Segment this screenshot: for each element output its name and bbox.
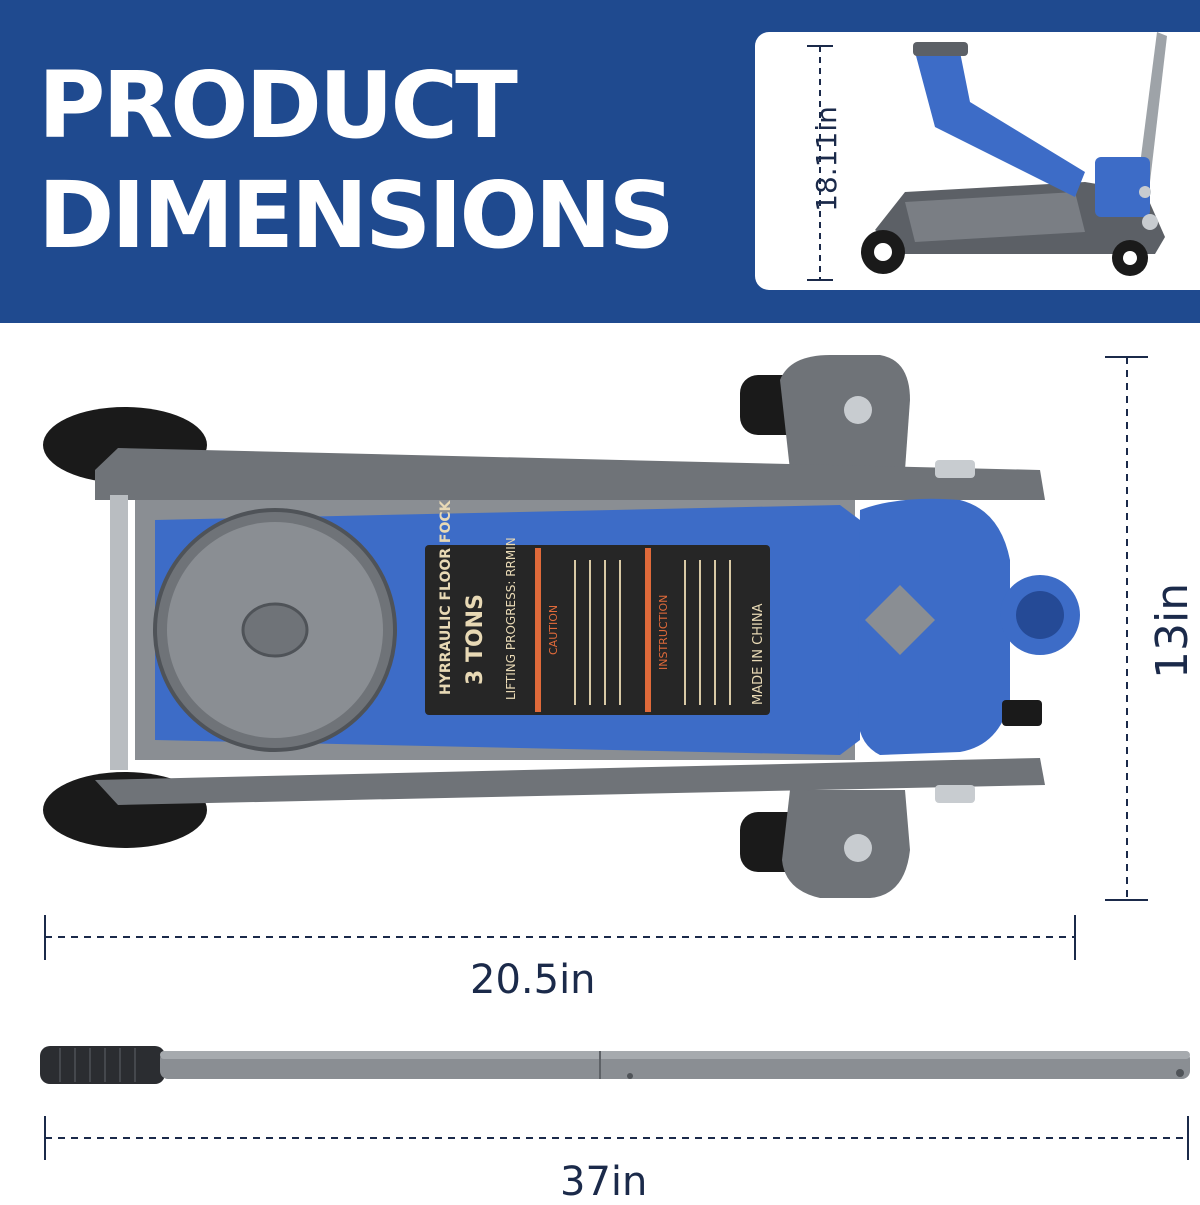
width-dimension-label: 13in: [1147, 582, 1198, 679]
floor-jack-product-image: HYRRAULIC FLOOR FOCK 3 TONS LIFTING PROG…: [40, 355, 1190, 1160]
label-made-in: MADE IN CHINA: [751, 603, 766, 705]
label-product-name: HYRRAULIC FLOOR FOCK: [438, 499, 454, 695]
label-lifting-progress: LIFTING PROGRESS: RRMIN: [504, 537, 518, 700]
label-capacity: 3 TONS: [463, 594, 488, 685]
side-view-card: [755, 32, 1200, 290]
height-dimension-label: 18.11in: [810, 106, 843, 212]
warning-label: [425, 545, 770, 715]
jack-handle-image: [40, 1046, 1190, 1084]
floor-jack-side-view: [807, 32, 1167, 281]
label-instruction: INSTRUCTION: [657, 595, 670, 670]
title-dimensions: DIMENSIONS: [38, 162, 675, 269]
length-dimension-label: 20.5in: [470, 957, 596, 1003]
title-product: PRODUCT: [38, 52, 518, 159]
label-caution: CAUTION: [547, 605, 560, 655]
handle-dimension-label: 37in: [560, 1159, 648, 1205]
